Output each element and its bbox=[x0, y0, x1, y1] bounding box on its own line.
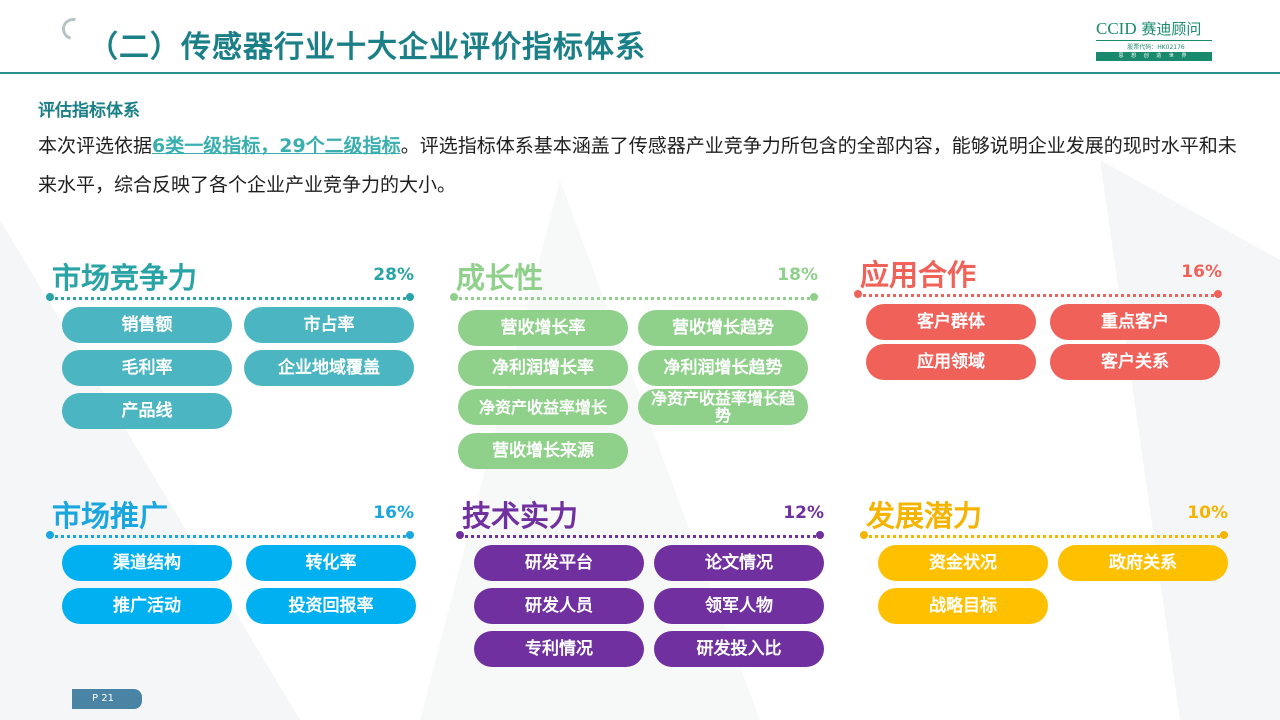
divider-end-dot bbox=[406, 293, 414, 301]
indicator-pill: 净资产收益率增长 bbox=[458, 389, 628, 425]
indicator-pill: 营收增长来源 bbox=[458, 433, 628, 469]
category-title: 技术实力 bbox=[462, 499, 579, 533]
intro-text-after: 。评选指标体系基本涵盖了传感器产业竞争力所包含的全部内容，能够说明企业发展的现时… bbox=[38, 135, 1237, 196]
category-divider bbox=[458, 535, 822, 538]
logo-rule bbox=[1096, 40, 1212, 41]
indicator-pill: 重点客户 bbox=[1050, 304, 1220, 340]
intro-text-before: 本次评选依据 bbox=[38, 135, 153, 157]
category-application-cooperation: 应用合作 16% 客户群体重点客户应用领域客户关系 bbox=[854, 252, 1228, 452]
category-title: 发展潜力 bbox=[866, 499, 983, 533]
category-weight: 10% bbox=[1187, 503, 1228, 523]
title-decoration-arc bbox=[57, 13, 89, 45]
category-weight: 16% bbox=[1181, 262, 1222, 282]
indicator-pill: 客户关系 bbox=[1050, 344, 1220, 380]
indicator-pill: 营收增长趋势 bbox=[638, 310, 808, 346]
divider-start-dot bbox=[46, 293, 54, 301]
intro-paragraph: 本次评选依据6类一级指标，29个二级指标。评选指标体系基本涵盖了传感器产业竞争力… bbox=[38, 127, 1248, 205]
category-title: 市场推广 bbox=[52, 499, 169, 533]
indicator-pill: 市占率 bbox=[244, 307, 414, 343]
divider-start-dot bbox=[46, 531, 54, 539]
indicator-pill: 企业地域覆盖 bbox=[244, 350, 414, 386]
indicator-pill: 论文情况 bbox=[654, 545, 824, 581]
indicator-pill: 应用领域 bbox=[866, 344, 1036, 380]
header-divider bbox=[0, 72, 1280, 74]
logo-ccid: CCID bbox=[1096, 19, 1137, 38]
indicator-pill: 专利情况 bbox=[474, 631, 644, 667]
intro-title: 评估指标体系 bbox=[38, 101, 140, 121]
indicator-pill: 研发平台 bbox=[474, 545, 644, 581]
divider-end-dot bbox=[406, 531, 414, 539]
indicator-pill: 领军人物 bbox=[654, 588, 824, 624]
category-title: 应用合作 bbox=[860, 258, 977, 292]
indicator-pill: 研发人员 bbox=[474, 588, 644, 624]
indicator-pill: 转化率 bbox=[246, 545, 416, 581]
category-weight: 28% bbox=[373, 265, 414, 285]
category-title: 成长性 bbox=[456, 261, 544, 295]
indicator-pill: 净利润增长率 bbox=[458, 350, 628, 386]
category-development-potential: 发展潜力 10% 资金状况政府关系战略目标 bbox=[860, 493, 1234, 693]
divider-start-dot bbox=[450, 293, 458, 301]
divider-start-dot bbox=[854, 290, 862, 298]
divider-start-dot bbox=[860, 531, 868, 539]
category-weight: 18% bbox=[777, 265, 818, 285]
page-title: （二）传感器行业十大企业评价指标体系 bbox=[88, 30, 646, 65]
indicator-pill: 投资回报率 bbox=[246, 588, 416, 624]
divider-end-dot bbox=[816, 531, 824, 539]
indicator-pill: 战略目标 bbox=[878, 588, 1048, 624]
category-technical-strength: 技术实力 12% 研发平台论文情况研发人员领军人物专利情况研发投入比 bbox=[456, 493, 830, 693]
logo-stock-code: 股票代码：HK02176 bbox=[1127, 44, 1185, 51]
indicator-pill: 产品线 bbox=[62, 393, 232, 429]
indicator-pill: 销售额 bbox=[62, 307, 232, 343]
divider-end-dot bbox=[1214, 290, 1222, 298]
category-title: 市场竞争力 bbox=[52, 261, 198, 295]
divider-end-dot bbox=[1220, 531, 1228, 539]
category-weight: 12% bbox=[783, 503, 824, 523]
category-weight: 16% bbox=[373, 503, 414, 523]
intro-highlight: 6类一级指标，29个二级指标 bbox=[152, 135, 401, 157]
category-divider bbox=[48, 535, 412, 538]
logo-wordmark: CCID 赛迪顾问 bbox=[1096, 18, 1201, 39]
indicator-pill: 研发投入比 bbox=[654, 631, 824, 667]
indicator-pill: 政府关系 bbox=[1058, 545, 1228, 581]
indicator-pill: 净资产收益率增长趋势 bbox=[638, 389, 808, 425]
category-divider bbox=[862, 535, 1226, 538]
category-divider bbox=[856, 294, 1220, 297]
indicator-pill: 资金状况 bbox=[878, 545, 1048, 581]
category-divider bbox=[452, 297, 816, 300]
indicator-pill: 毛利率 bbox=[62, 350, 232, 386]
logo-slogan: 思 想 创 造 世 界 bbox=[1096, 52, 1212, 61]
page-number: P 21 bbox=[72, 689, 142, 709]
indicator-pill: 客户群体 bbox=[866, 304, 1036, 340]
indicator-pill: 净利润增长趋势 bbox=[638, 350, 808, 386]
category-growth: 成长性 18% 营收增长率营收增长趋势净利润增长率净利润增长趋势净资产收益率增长净资… bbox=[450, 255, 824, 469]
divider-end-dot bbox=[810, 293, 818, 301]
category-market-promotion: 市场推广 16% 渠道结构转化率推广活动投资回报率 bbox=[46, 493, 420, 693]
divider-start-dot bbox=[456, 531, 464, 539]
indicator-pill: 营收增长率 bbox=[458, 310, 628, 346]
indicator-pill: 推广活动 bbox=[62, 588, 232, 624]
logo-name: 赛迪顾问 bbox=[1141, 20, 1202, 38]
company-logo: CCID 赛迪顾问 股票代码：HK02176 思 想 创 造 世 界 bbox=[1096, 18, 1212, 62]
category-divider bbox=[48, 297, 412, 300]
category-market-competitiveness: 市场竞争力 28% 销售额市占率毛利率企业地域覆盖产品线 bbox=[46, 255, 420, 455]
indicator-pill: 渠道结构 bbox=[62, 545, 232, 581]
